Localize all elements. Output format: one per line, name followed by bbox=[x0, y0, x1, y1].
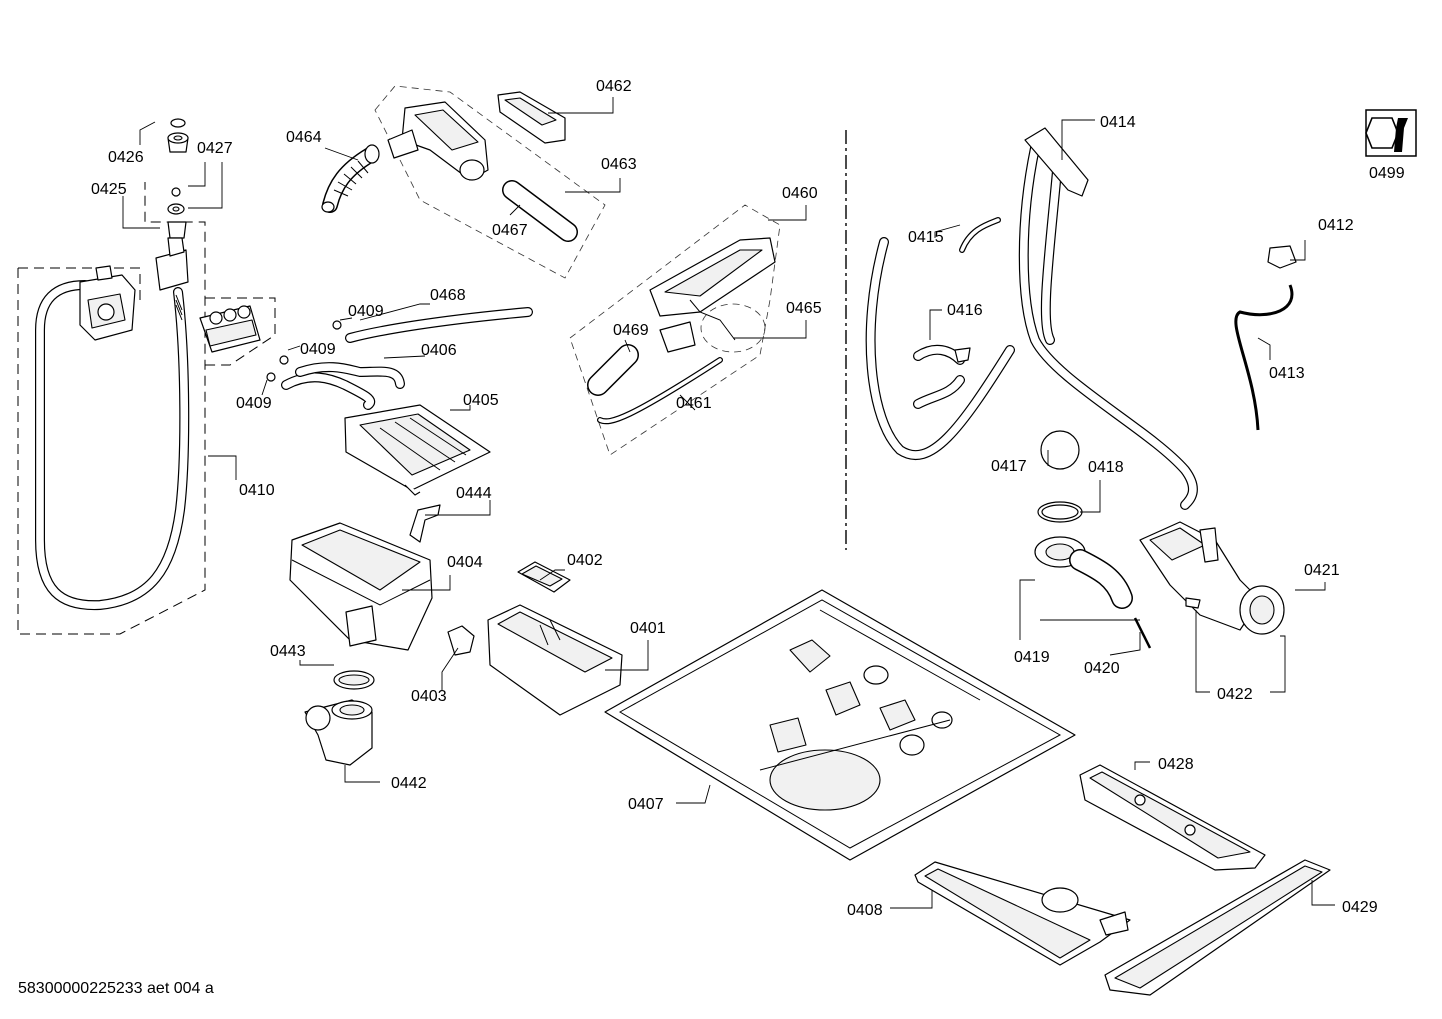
group-outline-dispenser-top bbox=[374, 85, 606, 279]
part-0413-cable[interactable] bbox=[1234, 284, 1294, 431]
label-0419[interactable]: 0419 bbox=[1014, 649, 1050, 666]
label-0410[interactable]: 0410 bbox=[239, 482, 275, 499]
label-0408[interactable]: 0408 bbox=[847, 902, 883, 919]
label-0462[interactable]: 0462 bbox=[596, 78, 632, 95]
label-0427[interactable]: 0427 bbox=[197, 140, 233, 157]
label-0414[interactable]: 0414 bbox=[1100, 114, 1136, 131]
group-outline-heater-set bbox=[569, 204, 781, 456]
part-0408-rail[interactable] bbox=[914, 861, 1131, 966]
part-dispenser-inlet-housing[interactable] bbox=[387, 101, 489, 181]
part-0419-sump-hose[interactable] bbox=[1034, 536, 1133, 609]
label-0406[interactable]: 0406 bbox=[421, 342, 457, 359]
label-0425[interactable]: 0425 bbox=[91, 181, 127, 198]
part-0467-hose[interactable] bbox=[502, 180, 578, 242]
part-0420-screw[interactable] bbox=[1133, 617, 1152, 649]
drawing-number: 58300000225233 aet 004 a bbox=[18, 980, 214, 997]
label-0413[interactable]: 0413 bbox=[1269, 365, 1305, 382]
part-0428-rail[interactable] bbox=[1079, 764, 1266, 871]
label-0499[interactable]: 0499 bbox=[1369, 165, 1405, 182]
label-0428[interactable]: 0428 bbox=[1158, 756, 1194, 773]
part-0418-clamp[interactable] bbox=[1037, 501, 1083, 523]
label-0401[interactable]: 0401 bbox=[630, 620, 666, 637]
part-0468-hose[interactable] bbox=[345, 307, 533, 343]
part-0461-heating-element[interactable] bbox=[597, 357, 723, 425]
label-0404[interactable]: 0404 bbox=[447, 554, 483, 571]
label-0461[interactable]: 0461 bbox=[676, 395, 712, 412]
label-0403[interactable]: 0403 bbox=[411, 688, 447, 705]
label-0429[interactable]: 0429 bbox=[1342, 899, 1378, 916]
part-0443-clamp[interactable] bbox=[333, 670, 375, 690]
part-0464-bellows[interactable] bbox=[321, 144, 380, 213]
part-0401-drawer[interactable] bbox=[487, 604, 623, 716]
part-0415-hose[interactable] bbox=[959, 217, 1001, 253]
label-0409-mid[interactable]: 0409 bbox=[300, 341, 336, 358]
label-0405[interactable]: 0405 bbox=[463, 392, 499, 409]
wrench-nut-icon bbox=[1365, 109, 1417, 157]
label-0402[interactable]: 0402 bbox=[567, 552, 603, 569]
part-0404-tub-housing[interactable] bbox=[289, 522, 433, 651]
part-0405-dispenser-frame[interactable] bbox=[344, 404, 491, 496]
label-0420[interactable]: 0420 bbox=[1084, 660, 1120, 677]
label-0444[interactable]: 0444 bbox=[456, 485, 492, 502]
part-0429-rail[interactable] bbox=[1104, 859, 1331, 996]
part-0462-bracket[interactable] bbox=[497, 91, 566, 144]
part-0406-hoses[interactable] bbox=[281, 362, 405, 410]
part-0426-washer[interactable] bbox=[167, 118, 189, 153]
group-outline-valve bbox=[205, 297, 276, 366]
label-0418[interactable]: 0418 bbox=[1088, 459, 1124, 476]
label-0421[interactable]: 0421 bbox=[1304, 562, 1340, 579]
part-0412-sensor[interactable] bbox=[1267, 245, 1297, 269]
part-0425-connector[interactable] bbox=[155, 221, 189, 291]
part-0421-drain-pump[interactable] bbox=[1139, 521, 1285, 635]
label-0468[interactable]: 0468 bbox=[430, 287, 466, 304]
label-0417[interactable]: 0417 bbox=[991, 458, 1027, 475]
part-0469-tube[interactable] bbox=[587, 344, 639, 396]
part-0403-valve[interactable] bbox=[447, 625, 475, 656]
part-0416-bracket[interactable] bbox=[913, 344, 971, 409]
label-0426[interactable]: 0426 bbox=[108, 149, 144, 166]
label-0465[interactable]: 0465 bbox=[786, 300, 822, 317]
label-0409-low[interactable]: 0409 bbox=[236, 395, 272, 412]
label-0422[interactable]: 0422 bbox=[1217, 686, 1253, 703]
detail-circle-0465 bbox=[700, 303, 766, 353]
label-0463[interactable]: 0463 bbox=[601, 156, 637, 173]
part-0409-clamps[interactable] bbox=[266, 320, 342, 382]
label-0464[interactable]: 0464 bbox=[286, 129, 322, 146]
part-0410-inlet-hose[interactable] bbox=[35, 280, 190, 611]
part-aquastop-block[interactable] bbox=[79, 265, 136, 341]
part-0460-module[interactable] bbox=[649, 237, 776, 353]
label-0442[interactable]: 0442 bbox=[391, 775, 427, 792]
label-0407[interactable]: 0407 bbox=[628, 796, 664, 813]
part-valve-block[interactable] bbox=[199, 305, 261, 353]
label-0412[interactable]: 0412 bbox=[1318, 217, 1354, 234]
label-0469[interactable]: 0469 bbox=[613, 322, 649, 339]
label-0467[interactable]: 0467 bbox=[492, 222, 528, 239]
part-0407-base-plate[interactable] bbox=[604, 589, 1076, 861]
label-0460[interactable]: 0460 bbox=[782, 185, 818, 202]
part-hose-curve-left[interactable] bbox=[865, 237, 1015, 460]
label-0416[interactable]: 0416 bbox=[947, 302, 983, 319]
part-0417-ring[interactable] bbox=[1040, 430, 1080, 470]
part-0427-seal[interactable] bbox=[167, 187, 185, 215]
label-0443[interactable]: 0443 bbox=[270, 643, 306, 660]
group-outline-inlet bbox=[17, 182, 206, 635]
part-0414-drain-hose[interactable] bbox=[1018, 127, 1198, 510]
part-0442-sump[interactable] bbox=[304, 699, 373, 766]
label-0409-top[interactable]: 0409 bbox=[348, 303, 384, 320]
label-0415[interactable]: 0415 bbox=[908, 229, 944, 246]
part-0444-seal[interactable] bbox=[409, 504, 441, 543]
